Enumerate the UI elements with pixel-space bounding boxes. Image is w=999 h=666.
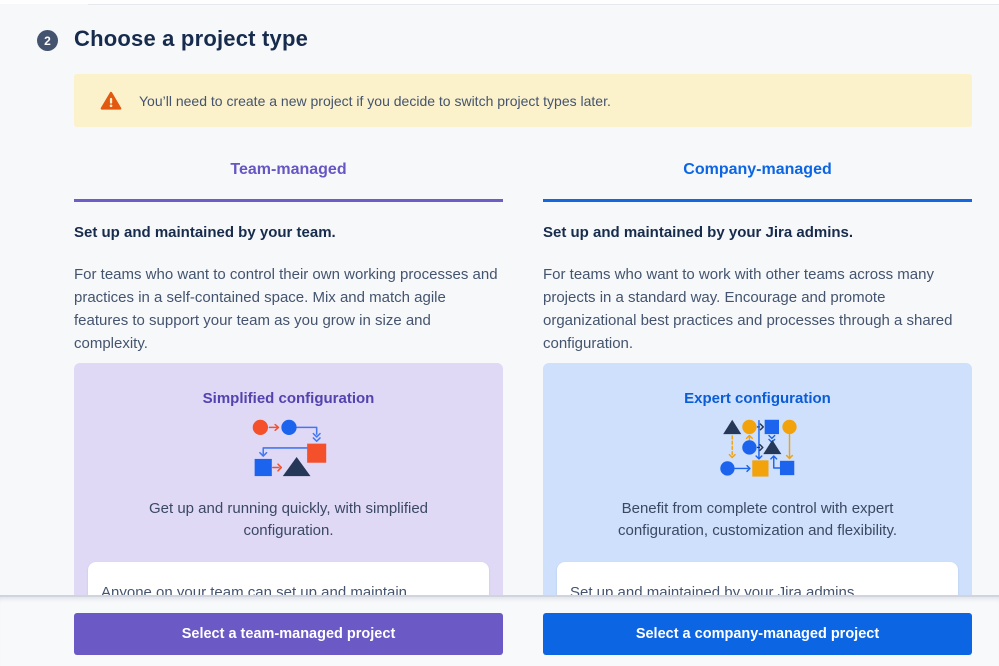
warning-triangle-icon xyxy=(100,90,122,112)
warning-text: You’ll need to create a new project if y… xyxy=(139,92,611,109)
tab-company-managed[interactable]: Company-managed xyxy=(683,161,832,178)
team-detail-text: Anyone on your team can set up and maint… xyxy=(101,584,408,595)
company-detail-card: Set up and maintained by your Jira admin… xyxy=(557,562,958,595)
team-managed-subtitle: Set up and maintained by your team. xyxy=(74,224,336,241)
team-managed-column: Team-managed Set up and maintained by yo… xyxy=(74,0,503,595)
warning-banner: You’ll need to create a new project if y… xyxy=(74,74,972,127)
expert-workflow-icon xyxy=(543,415,972,483)
select-team-managed-button[interactable]: Select a team-managed project xyxy=(74,613,503,655)
team-managed-description: For teams who want to control their own … xyxy=(74,266,498,352)
company-detail-text: Set up and maintained by your Jira admin… xyxy=(570,584,855,595)
step-number-badge: 2 xyxy=(37,30,58,51)
select-company-managed-button[interactable]: Select a company-managed project xyxy=(543,613,972,655)
team-workflow-icon xyxy=(74,415,503,483)
top-divider xyxy=(0,0,999,4)
team-detail-card: Anyone on your team can set up and maint… xyxy=(88,562,489,595)
company-managed-column: Company-managed Set up and maintained by… xyxy=(543,0,972,595)
action-footer: Select a team-managed project Select a c… xyxy=(0,595,999,666)
step-number: 2 xyxy=(44,33,51,48)
expert-configuration-title: Expert configuration xyxy=(684,390,831,407)
simplified-configuration-summary: Get up and running quickly, with simplif… xyxy=(148,500,429,539)
simplified-configuration-title: Simplified configuration xyxy=(202,390,375,407)
company-managed-subtitle: Set up and maintained by your Jira admin… xyxy=(543,224,854,241)
simplified-configuration-card: Simplified configuration xyxy=(74,363,503,595)
tab-company-managed-underline xyxy=(543,199,972,202)
company-managed-description: For teams who want to work with other te… xyxy=(543,266,953,352)
tab-team-managed-underline xyxy=(74,199,503,202)
choose-project-type-panel: 2 Choose a project type You’ll need to c… xyxy=(37,0,972,595)
tab-team-managed[interactable]: Team-managed xyxy=(230,161,347,178)
top-divider-line xyxy=(88,4,999,5)
expert-configuration-card: Expert configuration xyxy=(543,363,972,595)
page-title: Choose a project type xyxy=(74,26,309,51)
expert-configuration-summary: Benefit from complete control with exper… xyxy=(617,500,898,539)
